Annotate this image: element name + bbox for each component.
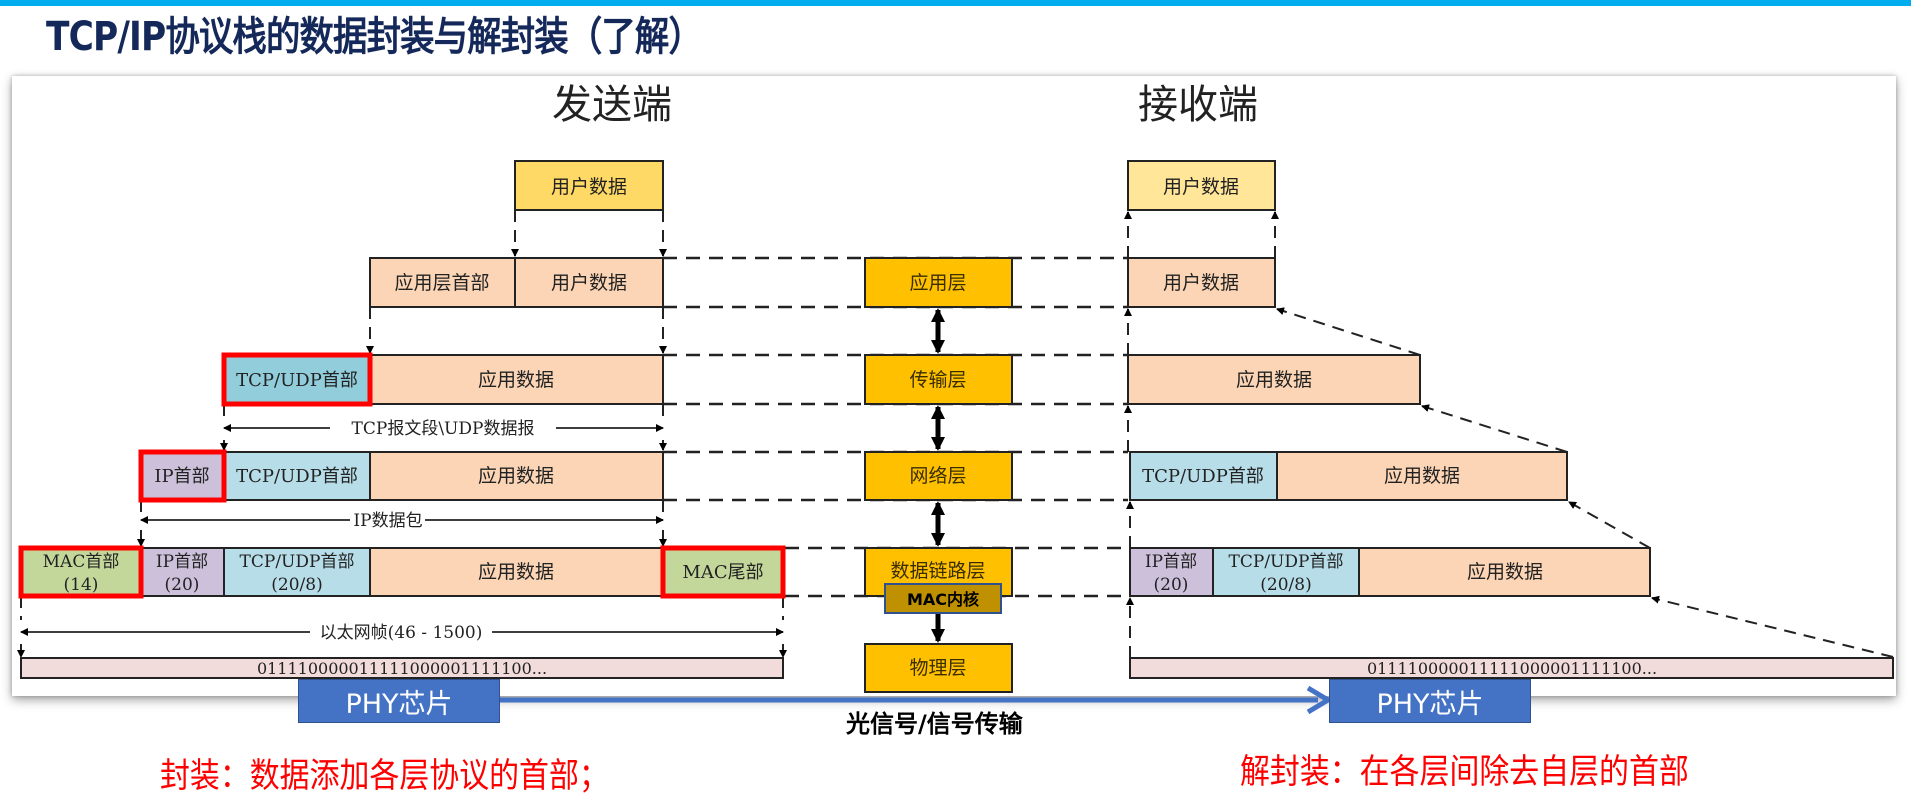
receiver-eth-tcp-label-1: TCP/UDP首部 [1229, 552, 1344, 572]
sender-ip-header-box [138, 449, 227, 503]
sender-mac-header-label-2: (14) [64, 575, 99, 595]
signal-arrow [500, 685, 1333, 715]
layer-network-label: 网络层 [909, 465, 966, 487]
receiver-user-data-label: 用户数据 [1163, 176, 1239, 198]
layer-stack: 应用层 传输层 网络层 数据链路层 MAC内核 物理层 [864, 257, 1013, 693]
receiver-heading: 接收端 [1138, 82, 1258, 128]
sender-ip-payload-box [369, 451, 664, 501]
sender-transport-payload-box [369, 354, 664, 405]
sender-ip-payload-label: 应用数据 [478, 465, 554, 487]
sender-eth-tcp-label-1: TCP/UDP首部 [240, 552, 355, 572]
layer-application-box [864, 257, 1013, 308]
sender-mac-header-box [18, 545, 144, 599]
sender-transport-payload-label: 应用数据 [478, 369, 554, 391]
layer-network-box [864, 451, 1013, 501]
slide-title: TCP/IP协议栈的数据封装与解封装（了解） [46, 14, 703, 60]
sender-tcp-header-box [221, 352, 373, 407]
sender-user-data-label: 用户数据 [551, 176, 627, 198]
sender-mac-header-label-1: MAC首部 [43, 552, 120, 572]
layer-application-label: 应用层 [909, 272, 966, 294]
layer-physical-label: 物理层 [909, 657, 966, 679]
receiver-user-data-box [1127, 160, 1276, 211]
sender-ip-tcp-header-label: TCP/UDP首部 [236, 466, 358, 487]
sender-heading: 发送端 [552, 82, 672, 128]
receiver-eth-payload-box [1358, 547, 1651, 597]
sender-mac-trailer-label: MAC尾部 [682, 562, 763, 583]
receiver-eth-ip-label-1: IP首部 [1145, 552, 1197, 572]
receiver-stack: 用户数据 用户数据 应用数据 TCP/UDP首部 应用数据 IP首部 (20) … [1124, 160, 1894, 679]
frame-dimension-label: 以太网帧(46 - 1500) [320, 623, 483, 643]
receiver-bitstream-label: 011110000011111000001111100... [1367, 659, 1657, 678]
sender-eth-payload-label: 应用数据 [478, 561, 554, 583]
receiver-app-user-data-label: 用户数据 [1163, 272, 1239, 294]
sender-user-data-box [514, 160, 664, 211]
phy-chip-sender: PHY芯片 [298, 679, 500, 723]
sender-app-user-data-label: 用户数据 [551, 272, 627, 294]
packet-dimension-label: IP数据包 [353, 511, 422, 531]
sender-bitstream-box [20, 657, 784, 679]
receiver-transport-payload-box [1127, 354, 1421, 405]
layer-transport-box [864, 354, 1013, 405]
sender-eth-ip-box [140, 547, 225, 597]
signal-transmission-label: 光信号/信号传输 [846, 710, 1023, 738]
sender-eth-ip-label-1: IP首部 [156, 552, 208, 572]
sender-ip-tcp-header-box [223, 451, 371, 501]
receiver-ip-payload-label: 应用数据 [1384, 465, 1460, 487]
sender-tcp-header-label: TCP/UDP首部 [236, 370, 358, 391]
receiver-eth-payload-label: 应用数据 [1467, 561, 1543, 583]
mac-core-label: MAC内核 [907, 590, 979, 609]
layer-physical-box [864, 643, 1013, 693]
mac-core-box [884, 583, 1002, 614]
sender-eth-ip-label-2: (20) [165, 575, 200, 595]
receiver-bitstream-box [1129, 657, 1894, 679]
layer-datalink-label: 数据链路层 [890, 560, 985, 582]
decapsulation-caption: 解封装：在各层间除去自层的首部 [1240, 752, 1689, 792]
segment-dimension-label: TCP报文段\UDP数据报 [352, 419, 535, 439]
receiver-eth-ip-label-2: (20) [1154, 575, 1189, 595]
sender-eth-tcp-box [223, 547, 371, 597]
receiver-eth-tcp-label-2: (20/8) [1260, 575, 1311, 595]
receiver-transport-payload-label: 应用数据 [1236, 369, 1312, 391]
phy-chip-receiver: PHY芯片 [1329, 679, 1531, 723]
receiver-ip-payload-box [1276, 451, 1568, 501]
receiver-tcp-header-label: TCP/UDP首部 [1142, 466, 1264, 487]
top-accent-bar [0, 0, 1911, 6]
sender-mac-trailer-box [660, 545, 786, 599]
sender-app-header-label: 应用层首部 [394, 272, 489, 294]
sender-app-user-data-box [514, 257, 664, 308]
sender-ip-header-label: IP首部 [154, 466, 209, 487]
receiver-eth-tcp-box [1212, 547, 1360, 597]
sender-eth-payload-box [369, 547, 664, 597]
encapsulation-caption: 封装：数据添加各层协议的首部； [160, 756, 609, 796]
receiver-app-user-data-box [1127, 257, 1276, 308]
sender-eth-tcp-label-2: (20/8) [271, 575, 322, 595]
sender-bitstream-label: 011110000011111000001111100... [257, 659, 547, 678]
layer-guide-lines [663, 256, 1128, 598]
sender-stack: 用户数据 应用层首部 用户数据 应用数据 TCP [17, 160, 787, 679]
layer-transport-label: 传输层 [909, 369, 966, 391]
